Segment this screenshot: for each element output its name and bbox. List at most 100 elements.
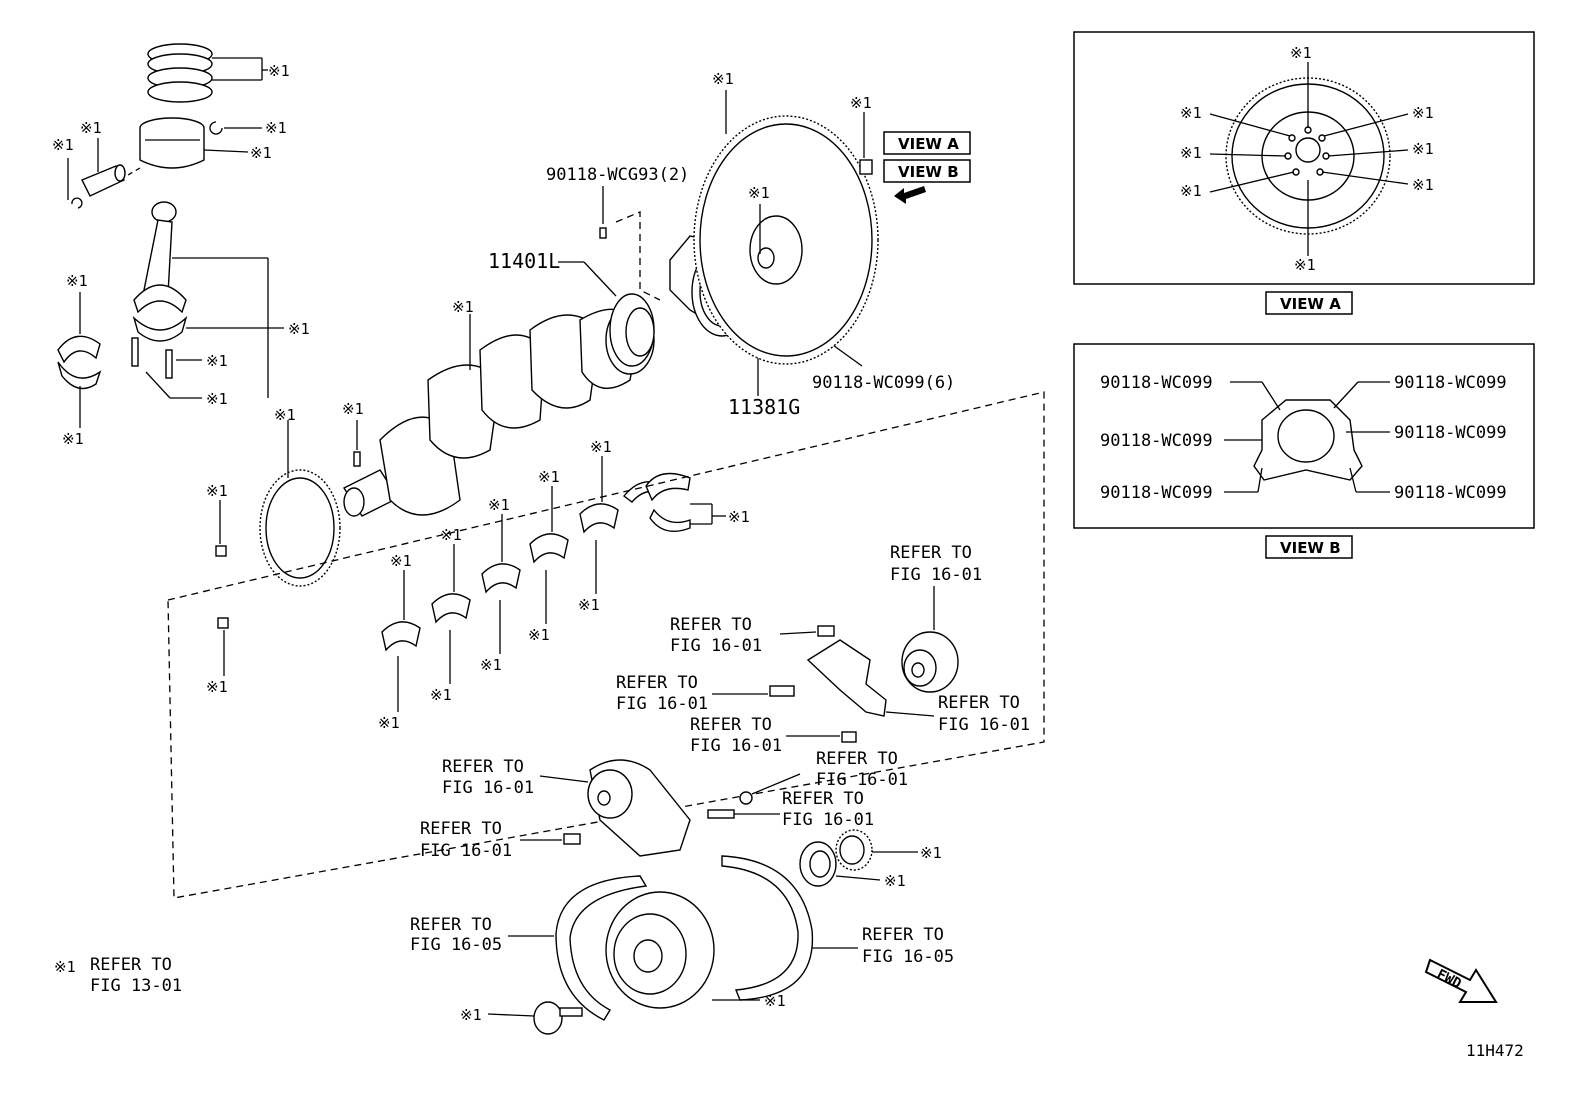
refer-fig: FIG 16-01 bbox=[782, 810, 874, 830]
refer-fig: FIG 16-01 bbox=[442, 778, 534, 798]
marker-crank-pulley: ※1 bbox=[764, 992, 786, 1010]
crank-oil-seal bbox=[799, 841, 881, 887]
refer-line1: REFER TO bbox=[410, 915, 492, 935]
refer-fig: FIG 16-01 bbox=[890, 565, 982, 585]
marker-view-a-l3: ※1 bbox=[1180, 182, 1202, 200]
label-90118-WCG93: 90118-WCG93(2) bbox=[546, 165, 689, 185]
crank-sprocket bbox=[259, 420, 341, 587]
sprocket-bolt-bottom bbox=[217, 617, 229, 676]
view-b-tag-text: VIEW B bbox=[898, 163, 959, 181]
label-11401L: 11401L bbox=[488, 249, 560, 273]
refer-tensioner-bolt[interactable]: REFER TO FIG 16-01 bbox=[420, 819, 512, 861]
marker-piston: ※1 bbox=[250, 144, 272, 162]
conrod-bearing bbox=[57, 292, 102, 428]
view-b-label-l3: 90118-WC099 bbox=[1100, 483, 1213, 503]
refer-bracket-bolt[interactable]: REFER TO FIG 16-01 bbox=[670, 615, 762, 656]
refer-fig: FIG 16-01 bbox=[616, 694, 708, 714]
view-b-retainer bbox=[1224, 381, 1390, 493]
piston-rings bbox=[147, 43, 268, 103]
view-b-label-r3: 90118-WC099 bbox=[1394, 483, 1507, 503]
refer-fig: FIG 16-01 bbox=[420, 841, 512, 861]
crank-pulley bbox=[605, 891, 760, 1009]
refer-line1: REFER TO bbox=[616, 673, 698, 693]
marker-sprocket-bolt-top: ※1 bbox=[206, 482, 228, 500]
refer-idler-bracket[interactable]: REFER TO FIG 16-01 bbox=[938, 693, 1030, 735]
tensioner bbox=[520, 759, 801, 857]
view-b-caption-text: VIEW B bbox=[1280, 539, 1341, 557]
marker-flywheel-center: ※1 bbox=[748, 184, 770, 202]
marker-sprocket-bolt-bottom: ※1 bbox=[206, 678, 228, 696]
refer-line1: REFER TO bbox=[938, 693, 1020, 713]
fwd-arrow-icon: FWD bbox=[1424, 958, 1498, 1003]
marker-view-a-l1: ※1 bbox=[1180, 104, 1202, 122]
refer-fig: FIG 16-01 bbox=[690, 736, 782, 756]
marker-conrod-nut: ※1 bbox=[206, 352, 228, 370]
marker-main-bearing-3-bottom: ※1 bbox=[480, 656, 502, 674]
refer-stud[interactable]: REFER TO FIG 16-01 bbox=[782, 789, 874, 830]
marker-snap-ring-right: ※1 bbox=[265, 119, 287, 137]
refer-washer[interactable]: REFER TO FIG 16-01 bbox=[816, 749, 908, 790]
thrust-washers bbox=[623, 472, 726, 532]
refer-line1: REFER TO bbox=[816, 749, 898, 769]
marker-view-a-top: ※1 bbox=[1290, 44, 1312, 62]
flywheel-bolt bbox=[859, 112, 873, 175]
conrod-bolts bbox=[131, 337, 173, 379]
marker-main-bearing-2-top: ※1 bbox=[440, 526, 462, 544]
refer-tensioner[interactable]: REFER TO FIG 16-01 bbox=[442, 757, 534, 798]
view-direction-arrow bbox=[894, 186, 926, 204]
view-a-tag-text: VIEW A bbox=[898, 135, 959, 153]
legend: ※1 REFER TO FIG 13-01 bbox=[54, 955, 182, 996]
view-a-tag[interactable]: VIEW A bbox=[883, 131, 971, 155]
view-b-tag[interactable]: VIEW B bbox=[883, 159, 971, 183]
connecting-rod bbox=[132, 201, 284, 399]
marker-piston-pin: ※1 bbox=[80, 119, 102, 137]
marker-view-a-r2: ※1 bbox=[1412, 140, 1434, 158]
marker-crankshaft: ※1 bbox=[452, 298, 474, 316]
front-seal bbox=[558, 261, 655, 367]
sprocket-bolt-top bbox=[215, 500, 227, 557]
marker-main-bearing-1-top: ※1 bbox=[390, 552, 412, 570]
refer-bracket-lower-bolt[interactable]: REFER TO FIG 16-01 bbox=[690, 715, 782, 756]
marker-view-a-r1: ※1 bbox=[1412, 104, 1434, 122]
marker-crank-timing-gear: ※1 bbox=[920, 844, 942, 862]
figure-id: 11H472 bbox=[1466, 1041, 1524, 1060]
marker-flywheel: ※1 bbox=[712, 70, 734, 88]
view-b-label-l2: 90118-WC099 bbox=[1100, 431, 1213, 451]
piston bbox=[139, 117, 249, 169]
view-b-label-l1: 90118-WC099 bbox=[1100, 373, 1213, 393]
refer-line1: REFER TO bbox=[420, 819, 502, 839]
marker-main-bearing-4-bottom: ※1 bbox=[528, 626, 550, 644]
snap-ring-right bbox=[209, 121, 262, 135]
refer-line1: REFER TO bbox=[782, 789, 864, 809]
flywheel bbox=[693, 90, 879, 365]
marker-conrod-bearing-top: ※1 bbox=[66, 272, 88, 290]
refer-belt-right[interactable]: REFER TO FIG 16-05 bbox=[862, 925, 954, 967]
refer-belt-left[interactable]: REFER TO FIG 16-05 bbox=[410, 915, 502, 955]
dowel-pin bbox=[599, 186, 661, 301]
marker-view-a-r3: ※1 bbox=[1412, 176, 1434, 194]
marker-crank-sprocket: ※1 bbox=[274, 406, 296, 424]
marker-view-a-bottom: ※1 bbox=[1294, 256, 1316, 274]
main-bearings bbox=[381, 456, 619, 712]
marker-main-bearing-1-bottom: ※1 bbox=[378, 714, 400, 732]
marker-conrod: ※1 bbox=[288, 320, 310, 338]
marker-snap-ring-left: ※1 bbox=[52, 136, 74, 154]
label-90118-WC099-6: 90118-WC099(6) bbox=[812, 373, 955, 393]
refer-line1: REFER TO bbox=[890, 543, 972, 563]
crank-timing-gear bbox=[835, 829, 918, 871]
marker-piston-rings: ※1 bbox=[268, 62, 290, 80]
refer-line1: REFER TO bbox=[442, 757, 524, 777]
refer-line1: REFER TO bbox=[862, 925, 944, 945]
crank-key bbox=[353, 420, 361, 467]
legend-marker: ※1 bbox=[54, 958, 76, 976]
marker-main-bearing-5-top: ※1 bbox=[590, 438, 612, 456]
refer-idler-pulley[interactable]: REFER TO FIG 16-01 bbox=[890, 543, 982, 585]
refer-idler-bolt[interactable]: REFER TO FIG 16-01 bbox=[616, 673, 708, 714]
view-a-caption-text: VIEW A bbox=[1280, 295, 1341, 313]
refer-fig: FIG 16-05 bbox=[862, 947, 954, 967]
refer-fig: FIG 16-01 bbox=[938, 715, 1030, 735]
idler-pulley bbox=[901, 586, 959, 693]
marker-view-a-l2: ※1 bbox=[1180, 144, 1202, 162]
